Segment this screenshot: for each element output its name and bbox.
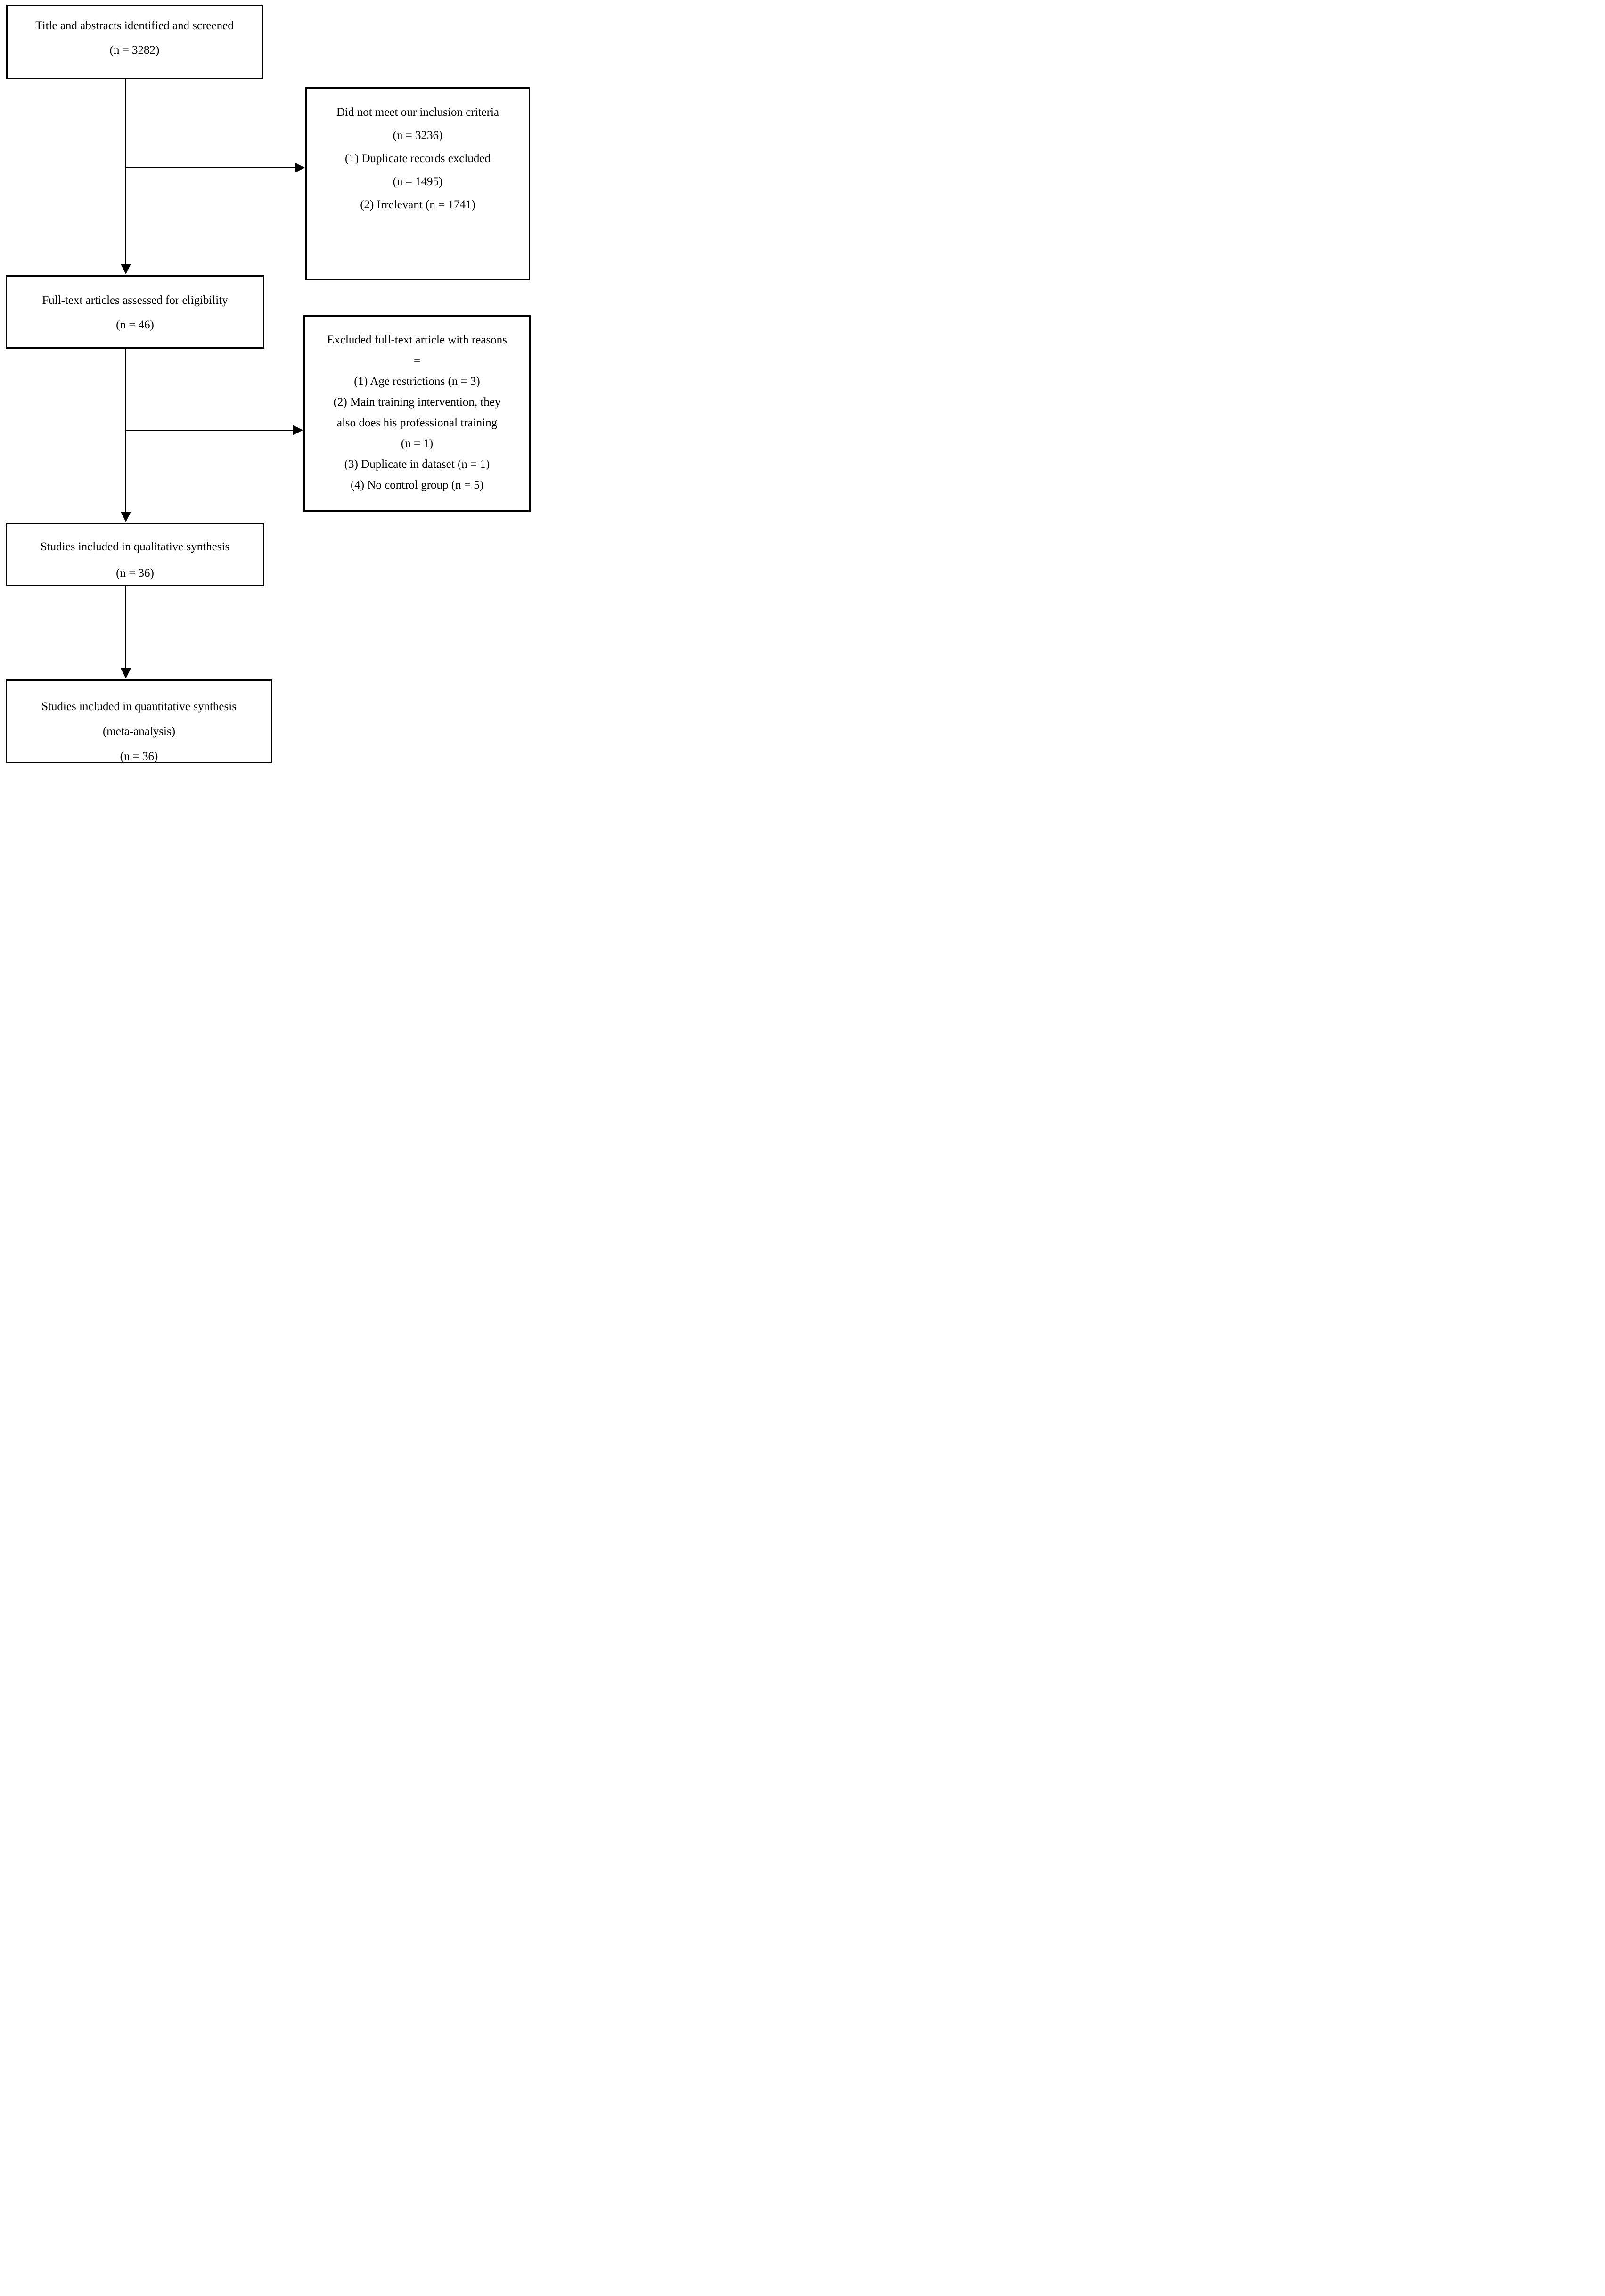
box-qualitative-title: Studies included in qualitative synthesi… [40,540,230,553]
box-quantitative-subtitle: (meta-analysis) [102,725,176,738]
arrowhead-down-icon [121,512,131,522]
box-excluded-fulltext-reason-1: (1) Age restrictions (n = 3) [354,375,480,388]
box-quantitative-title: Studies included in quantitative synthes… [41,700,237,713]
box-excluded-fulltext-reason-2: (2) Main training intervention, they [333,396,501,409]
connector-to-excluded-fulltext [126,430,294,431]
box-excluded-fulltext-title: Excluded full-text article with reasons [327,334,507,346]
arrowhead-down-icon [121,668,131,678]
box-excluded-fulltext-reason-4: (4) No control group (n = 5) [350,479,484,491]
arrowhead-right-icon [293,425,303,435]
box-excluded-screening-reason-1-count: (n = 1495) [393,175,443,188]
connector-screening-to-eligibility [125,79,126,265]
box-excluded-screening-reason-2: (2) Irrelevant (n = 1741) [360,198,475,211]
box-excluded-screening: Did not meet our inclusion criteria (n =… [305,87,530,280]
box-excluded-screening-reason-1: (1) Duplicate records excluded [345,152,491,165]
box-eligibility-count: (n = 46) [116,319,154,331]
box-screening-title: Title and abstracts identified and scree… [35,19,234,32]
box-excluded-fulltext-reason-2-count: (n = 1) [401,437,434,450]
box-screening: Title and abstracts identified and scree… [6,5,263,79]
box-screening-count: (n = 3282) [109,44,160,57]
prisma-flow-diagram: Title and abstracts identified and scree… [0,0,535,765]
connector-qualitative-to-quantitative [125,586,126,669]
arrowhead-right-icon [295,163,305,173]
box-excluded-fulltext-reason-2-cont: also does his professional training [336,417,498,429]
box-excluded-fulltext-equals: = [413,354,421,367]
box-quantitative: Studies included in quantitative synthes… [6,679,272,763]
box-excluded-screening-title: Did not meet our inclusion criteria [336,106,500,119]
box-excluded-fulltext: Excluded full-text article with reasons … [303,315,531,512]
box-eligibility-title: Full-text articles assessed for eligibil… [42,294,228,307]
box-qualitative-count: (n = 36) [116,567,154,580]
box-eligibility: Full-text articles assessed for eligibil… [6,275,264,349]
connector-to-excluded-screening [126,167,296,168]
box-excluded-fulltext-reason-3: (3) Duplicate in dataset (n = 1) [344,458,490,471]
box-qualitative: Studies included in qualitative synthesi… [6,523,264,586]
connector-eligibility-to-qualitative [125,349,126,513]
box-quantitative-count: (n = 36) [120,750,158,763]
arrowhead-down-icon [121,264,131,274]
box-excluded-screening-count: (n = 3236) [393,129,443,142]
